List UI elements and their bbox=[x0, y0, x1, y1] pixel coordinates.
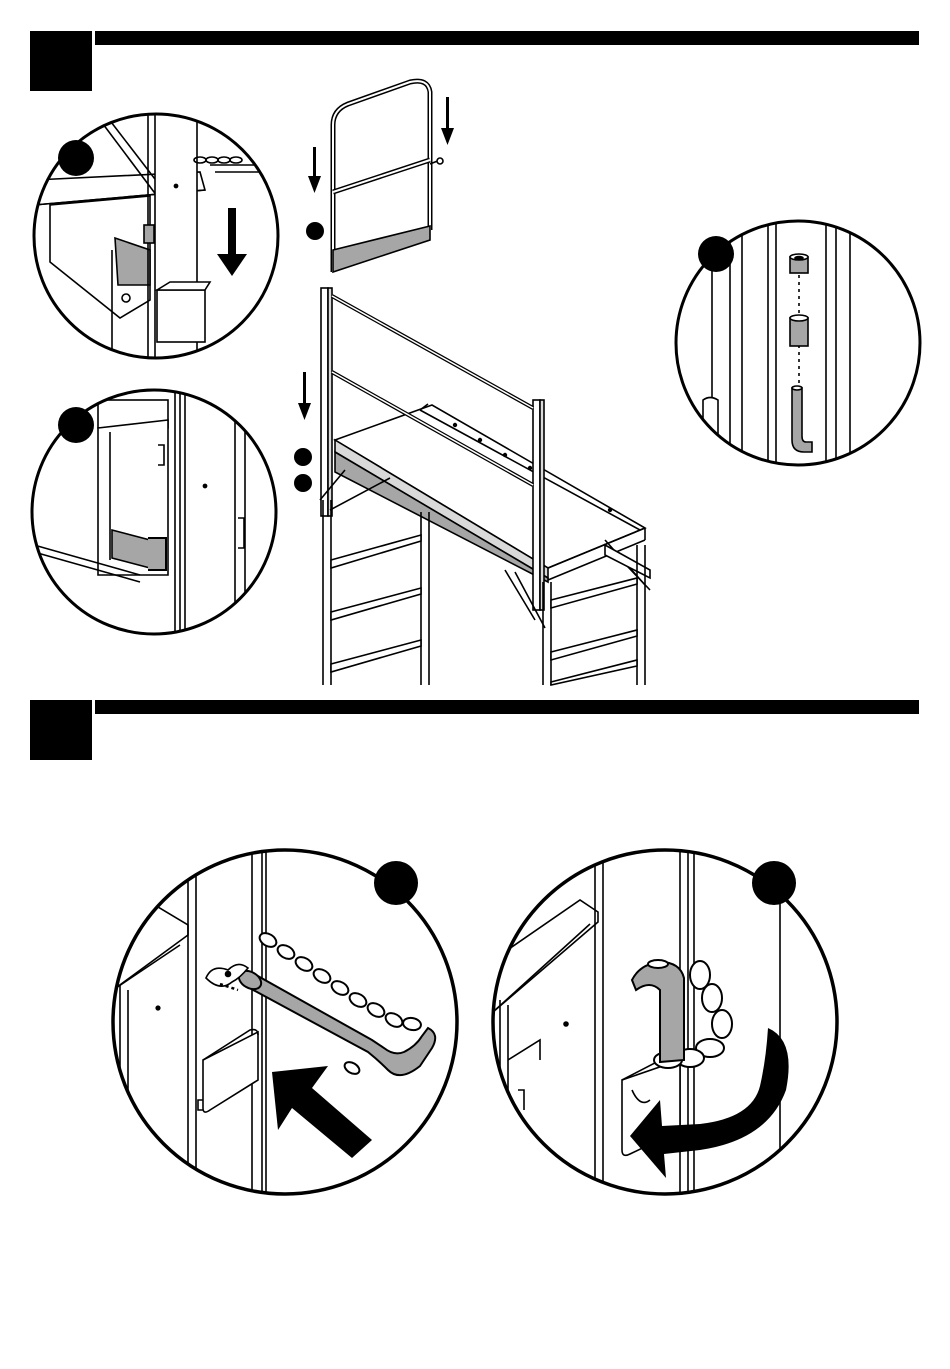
sleeve-icon bbox=[790, 315, 808, 346]
callout-marker bbox=[58, 407, 94, 443]
step-2-header bbox=[30, 700, 919, 760]
detail-pin-rotate bbox=[493, 850, 837, 1200]
bent-pin-icon bbox=[792, 386, 812, 452]
platform-deck bbox=[335, 404, 645, 582]
bent-pin-icon bbox=[632, 960, 684, 1062]
step-2-header-bar bbox=[95, 700, 919, 714]
detail-mid-left bbox=[32, 390, 276, 640]
step-2-number-box bbox=[30, 700, 92, 760]
callout-marker bbox=[58, 140, 94, 176]
bracket-icon bbox=[198, 1030, 258, 1113]
nut-icon bbox=[790, 254, 808, 273]
callout-marker bbox=[698, 236, 734, 272]
callout-marker bbox=[374, 861, 418, 905]
arrow-up-left-icon bbox=[272, 1066, 372, 1158]
detail-top-left bbox=[34, 110, 280, 360]
arrow-down-icon bbox=[217, 208, 247, 276]
callout-marker bbox=[306, 222, 324, 240]
step-1-header-bar bbox=[95, 31, 919, 45]
chain-icon bbox=[194, 157, 242, 163]
main-scaffold bbox=[294, 81, 650, 685]
detail-pin-insert bbox=[113, 850, 457, 1200]
ladder-left bbox=[323, 500, 429, 685]
step-1-number-box bbox=[30, 31, 92, 91]
callout-marker bbox=[294, 448, 312, 466]
callout-marker bbox=[294, 474, 312, 492]
detail-right bbox=[676, 220, 920, 470]
step-1-header bbox=[30, 31, 919, 91]
chain-icon bbox=[257, 930, 422, 1031]
callout-marker bbox=[752, 861, 796, 905]
guard-gate bbox=[333, 81, 443, 272]
